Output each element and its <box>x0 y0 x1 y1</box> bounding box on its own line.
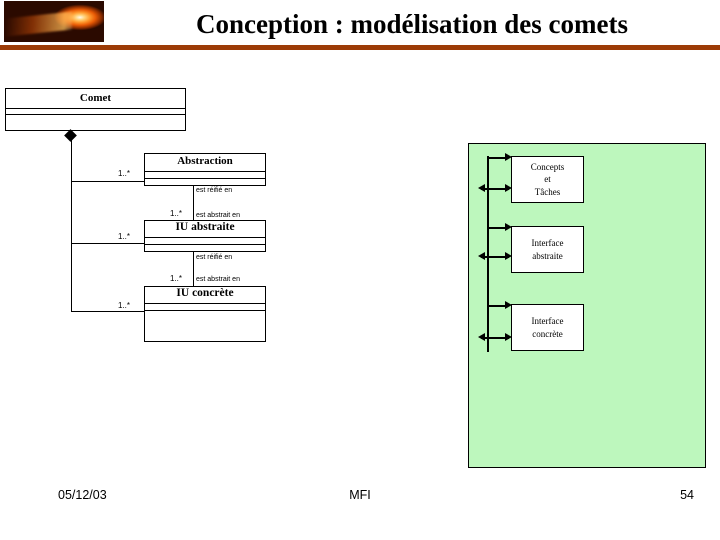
arrow-shaft-to-interface-concrete <box>487 305 507 307</box>
class-compartment-divider <box>6 114 185 115</box>
arrow-head-right-icon <box>505 153 512 161</box>
arrow-head-right-icon <box>505 301 512 309</box>
class-compartment-divider <box>6 108 185 109</box>
arrow-head-right-icon <box>505 333 512 341</box>
page-title: Conception : modélisation des comets <box>196 9 628 39</box>
architecture-panel: Concepts et Tâches Interface abstraite I… <box>468 143 706 468</box>
arrow-shaft-bidir-concepts <box>481 188 509 190</box>
architecture-box-line-2: concrète <box>532 328 563 339</box>
aggregation-branch-line <box>71 243 145 244</box>
arrow-shaft-bidir-interface-abstraite <box>481 256 509 258</box>
comet-logo-icon <box>4 1 104 42</box>
architecture-bus-line <box>487 156 489 352</box>
footer-center-label: MFI <box>349 488 371 502</box>
multiplicity-label: 1..* <box>170 274 183 283</box>
architecture-box-line-2: et <box>544 174 551 185</box>
class-box-comet[interactable]: Comet <box>5 88 186 131</box>
aggregation-branch-line <box>71 181 145 182</box>
class-compartment-divider <box>145 303 265 304</box>
arrow-head-left-icon <box>478 333 485 341</box>
header-divider <box>0 45 720 50</box>
arrow-head-left-icon <box>478 184 485 192</box>
slide-footer: 05/12/03 MFI 54 <box>0 488 720 518</box>
class-name-comet: Comet <box>79 92 112 104</box>
arrow-head-left-icon <box>478 252 485 260</box>
arrow-shaft-to-concepts <box>487 157 507 159</box>
class-compartment-divider <box>145 237 265 238</box>
class-compartment-divider <box>145 310 265 311</box>
architecture-box-line-3: Tâches <box>534 186 561 197</box>
arrow-shaft-bidir-interface-concrete <box>481 337 509 339</box>
class-name-iu-abstraite: IU abstraite <box>175 221 235 233</box>
multiplicity-label: 1..* <box>118 301 131 310</box>
class-name-iu-concrete: IU concrète <box>176 287 234 299</box>
architecture-box-interface-abstraite[interactable]: Interface abstraite <box>511 226 584 273</box>
class-name-abstraction: Abstraction <box>177 155 233 167</box>
association-role-est-reifie-en: est réifié en <box>196 187 233 194</box>
footer-page-number: 54 <box>680 488 694 502</box>
association-line-iuabstraite-iuconcrete <box>193 252 194 286</box>
architecture-box-interface-concrete[interactable]: Interface concrète <box>511 304 584 351</box>
class-box-iu-abstraite[interactable]: IU abstraite <box>144 220 266 252</box>
arrow-shaft-to-interface-abstraite <box>487 227 507 229</box>
arrow-head-right-icon <box>505 223 512 231</box>
multiplicity-label: 1..* <box>170 209 183 218</box>
class-box-abstraction[interactable]: Abstraction <box>144 153 266 186</box>
arrow-head-right-icon <box>505 252 512 260</box>
class-box-iu-concrete[interactable]: IU concrète <box>144 286 266 342</box>
multiplicity-label: 1..* <box>118 232 131 241</box>
association-role-est-abstrait-en: est abstrait en <box>196 276 240 283</box>
association-line-abstraction-iuabstraite <box>193 186 194 222</box>
class-compartment-divider <box>145 171 265 172</box>
association-role-est-abstrait-en: est abstrait en <box>196 212 240 219</box>
aggregation-trunk-line <box>71 138 72 312</box>
architecture-box-line-2: abstraite <box>532 250 563 261</box>
architecture-box-concepts-et-taches[interactable]: Concepts et Tâches <box>511 156 584 203</box>
association-role-est-reifie-en: est réifié en <box>196 254 233 261</box>
architecture-box-line-1: Interface <box>531 238 564 249</box>
class-compartment-divider <box>145 244 265 245</box>
slide-header: Conception : modélisation des comets <box>0 0 720 50</box>
multiplicity-label: 1..* <box>118 169 131 178</box>
footer-date: 05/12/03 <box>58 488 107 502</box>
architecture-box-line-1: Interface <box>531 316 564 327</box>
aggregation-branch-line <box>71 311 145 312</box>
arrow-head-right-icon <box>505 184 512 192</box>
class-compartment-divider <box>145 178 265 179</box>
architecture-box-line-1: Concepts <box>530 162 565 173</box>
